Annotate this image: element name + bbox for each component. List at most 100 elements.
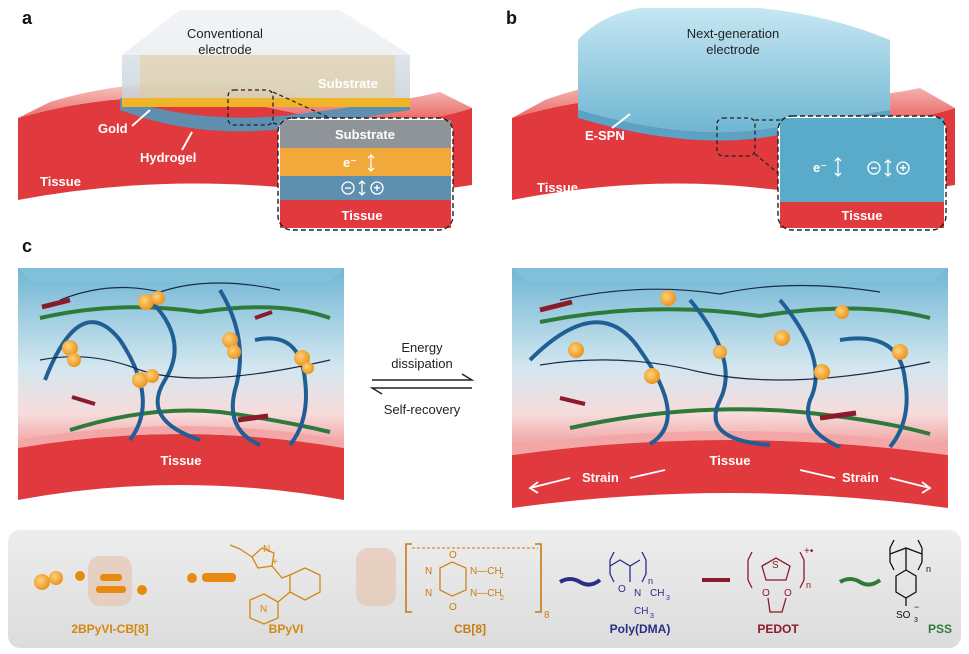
cb8-bracket xyxy=(405,543,542,613)
cb8-n-left-bot: N xyxy=(425,588,432,599)
polydma-n: n xyxy=(648,576,653,586)
legend: 2BPyVI-CB[8] N + N BPyVI N N O O xyxy=(8,530,961,648)
pedot-s: S xyxy=(772,560,779,571)
panel-c: c xyxy=(18,236,948,508)
panel-b-title-line1: Next-generation xyxy=(687,26,780,41)
panel-a-inset: Substrate e⁻ − + Tissue xyxy=(277,117,454,231)
panel-b-inset-ion-minus: − xyxy=(870,161,877,175)
cb8-n-ch2-top: N—CH xyxy=(470,566,502,577)
panel-b-inset-cation-icon xyxy=(896,161,910,175)
panel-b-inset-electron-arrow xyxy=(834,157,842,177)
panel-b-espn-label: E-SPN xyxy=(585,128,625,143)
pedot-charge: +• xyxy=(804,546,814,557)
dma-o: O xyxy=(618,584,626,595)
panel-a-tissue-label: Tissue xyxy=(40,174,81,189)
cb8-n-left-top: N xyxy=(425,566,432,577)
panel-c-left-network: Tissue xyxy=(18,268,344,500)
panel-a-inset-ion-arrow xyxy=(358,180,366,196)
cb8-o-top: O xyxy=(449,550,457,561)
pedot-n: n xyxy=(806,580,811,590)
pss-charge: − xyxy=(914,602,919,612)
cb8-o-bot: O xyxy=(449,602,457,613)
pss-benzene-icon xyxy=(895,569,917,599)
panel-c-forward-label2: dissipation xyxy=(391,356,452,371)
dma-ch3-sub-a: 3 xyxy=(666,595,670,602)
legend-bpyvi-label: BPyVI xyxy=(269,622,304,636)
bpyvi-rod-icon xyxy=(202,573,236,582)
imidazolium-ring-icon xyxy=(251,547,275,569)
panel-b-letter: b xyxy=(506,8,517,28)
legend-cb8: N N O O N—CH 2 N—CH 2 8 CB[8] xyxy=(356,543,550,636)
panel-b-inset-anion-icon xyxy=(867,161,881,175)
panel-c-letter: c xyxy=(22,236,32,256)
panel-c-forward-label: Energy xyxy=(401,340,443,355)
cb8-barrel-icon xyxy=(356,548,396,606)
dma-ch3-sub-b: 3 xyxy=(650,613,654,620)
panel-a-inset-electron-arrow xyxy=(367,154,375,172)
panel-a-hydrogel-label: Hydrogel xyxy=(140,150,196,165)
legend-2bpyvi-cb8: 2BPyVI-CB[8] xyxy=(34,556,149,636)
polydma-chain-icon xyxy=(558,577,602,587)
panel-a-title-line1: Conventional xyxy=(187,26,263,41)
panel-c-forward-arrow xyxy=(372,373,475,381)
legend-bpyvi: N + N BPyVI xyxy=(187,544,321,636)
panel-a-letter: a xyxy=(22,8,33,28)
cb8-ch2-sub-bot: 2 xyxy=(500,595,504,602)
legend-pedot-label: PEDOT xyxy=(757,622,799,636)
panel-b-tissue-label: Tissue xyxy=(537,180,578,195)
dma-ch3-a: CH xyxy=(650,588,664,599)
panel-a-inset-anion-icon xyxy=(341,181,355,195)
panel-b-inset-ion-plus: + xyxy=(899,161,906,175)
panel-c-strain-right: Strain xyxy=(842,470,879,485)
panel-c-right-tissue-label: Tissue xyxy=(710,453,751,468)
panel-a-gold-layer xyxy=(122,98,410,107)
panel-c-reverse-arrow xyxy=(369,387,472,395)
cb8-ch2-sub-top: 2 xyxy=(500,573,504,580)
panel-b-inset-ion-arrow xyxy=(884,159,892,177)
bpyvi-n-plus: + xyxy=(272,557,278,568)
panel-a-gold-arrow xyxy=(131,109,151,127)
legend-pss-label: PSS xyxy=(928,622,952,636)
panel-c-right-tissue xyxy=(512,440,948,508)
legend-2bpyvi-cb8-label: 2BPyVI-CB[8] xyxy=(71,622,148,636)
panel-a-zoom-box xyxy=(227,89,274,126)
pss-chain-icon xyxy=(838,577,882,587)
panel-c-left-tissue-label: Tissue xyxy=(161,453,202,468)
panel-a-hydrogel-arrow xyxy=(181,131,193,151)
pss-n: n xyxy=(926,564,931,574)
pedot-o-right: O xyxy=(784,588,792,599)
pyridinium-ring-icon xyxy=(249,593,279,625)
pedot-o-left: O xyxy=(762,588,770,599)
panel-b-title-line2: electrode xyxy=(706,42,759,57)
panel-c-right-network: Tissue Strain Strain xyxy=(512,268,948,508)
panel-b-electrode xyxy=(578,8,890,133)
dma-n: N xyxy=(634,588,641,599)
cb8-subscript: 8 xyxy=(544,610,550,621)
bpyvi-n-bot: N xyxy=(260,604,267,615)
panel-a-hydrogel-layer xyxy=(120,98,410,132)
panel-b-espn-arrow xyxy=(611,113,631,129)
legend-cb8-label: CB[8] xyxy=(454,622,486,636)
cb8-n-ch2-bot: N—CH xyxy=(470,588,502,599)
panel-c-strain-left: Strain xyxy=(582,470,619,485)
panel-a-inset-ion-minus: − xyxy=(344,181,351,195)
thiophene-ring-icon xyxy=(761,557,791,581)
panel-c-strain-left-arrow xyxy=(528,477,571,494)
legend-pedot: S O O n +• PEDOT xyxy=(702,546,814,636)
panel-a-inset-substrate: Substrate xyxy=(335,127,395,142)
dma-ch3-b: CH xyxy=(634,606,648,617)
pss-so3: SO xyxy=(896,610,911,621)
panel-a-inset-ion-plus: + xyxy=(373,181,380,195)
panel-a-title-line2: electrode xyxy=(198,42,251,57)
panel-a-inset-electron: e⁻ xyxy=(343,155,357,170)
pss-so3-sub: 3 xyxy=(914,617,918,624)
bpyvi-n-top: N xyxy=(263,544,270,555)
panel-c-reverse-label: Self-recovery xyxy=(384,402,461,417)
panel-b-inset-tissue: Tissue xyxy=(842,208,883,223)
panel-a: a Conventional electrode Substrate Gold … xyxy=(18,8,472,231)
panel-a-inset-tissue: Tissue xyxy=(342,208,383,223)
panel-a-gold-label: Gold xyxy=(98,121,128,136)
panel-a-substrate-label: Substrate xyxy=(318,76,378,91)
guest-pair-icon xyxy=(34,571,63,590)
